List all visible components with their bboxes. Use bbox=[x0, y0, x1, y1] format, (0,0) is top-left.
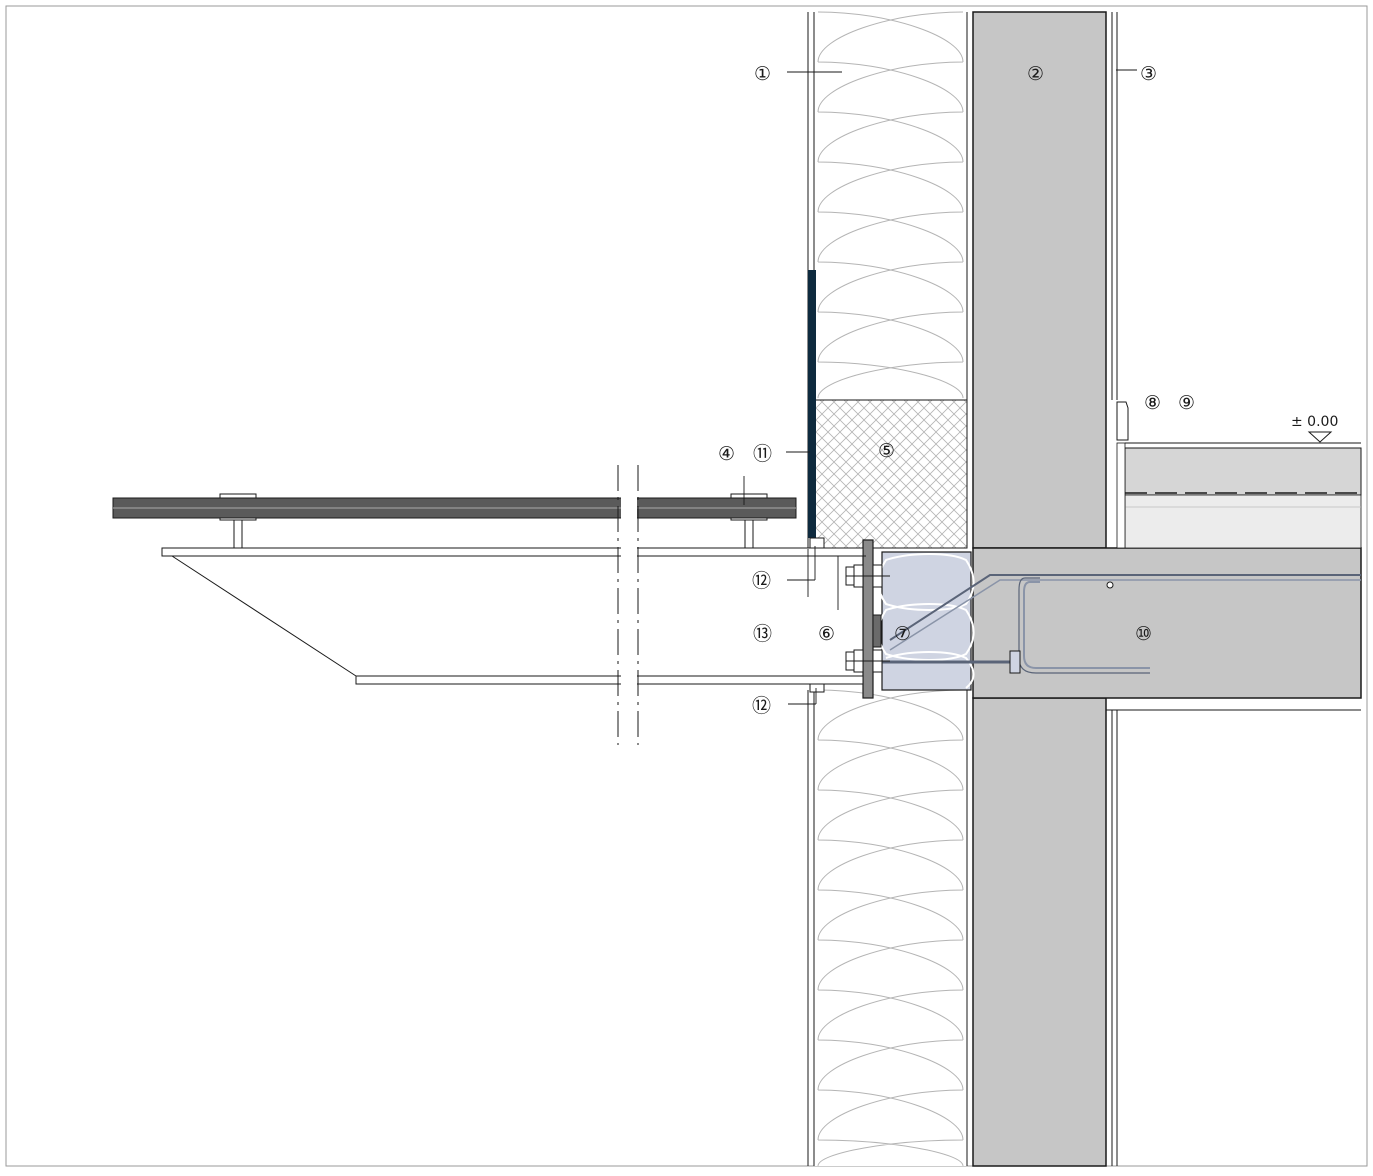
callout-13: ⑬ bbox=[753, 623, 772, 645]
callout-3: ③ bbox=[1140, 63, 1157, 85]
bolt-upper bbox=[845, 564, 890, 588]
leader-lines bbox=[743, 69, 1137, 705]
break-lines bbox=[617, 465, 639, 745]
balcony-bracket bbox=[161, 547, 864, 685]
skirting bbox=[1116, 401, 1129, 441]
callout-10: ⑩ bbox=[1135, 623, 1152, 645]
insulation-upper bbox=[814, 11, 967, 399]
level-text: ± 0.00 bbox=[1291, 414, 1338, 430]
concrete-wall-upper bbox=[972, 11, 1107, 549]
glass-deck bbox=[112, 497, 797, 519]
interior-plaster bbox=[1111, 12, 1118, 1166]
level-marker: ± 0.00 bbox=[1291, 414, 1338, 443]
reinforcement bbox=[880, 574, 1361, 674]
impact-insulation bbox=[1124, 494, 1362, 549]
callout-12-lower: ⑫ bbox=[752, 695, 771, 717]
end-plate bbox=[862, 539, 874, 699]
bearing-pad-lower bbox=[809, 683, 825, 693]
bearing-pad-upper bbox=[809, 537, 825, 549]
edge-strip bbox=[1116, 442, 1126, 549]
floor-screed bbox=[1124, 447, 1362, 496]
floor-slab bbox=[972, 547, 1362, 699]
callouts: ① ② ③ ④ ⑤ ⑥ ⑦ ⑧ ⑨ ⑩ ⑪ ⑫ ⑫ ⑬ bbox=[718, 63, 1195, 717]
callout-2: ② bbox=[1027, 63, 1044, 85]
shim-plate bbox=[872, 614, 882, 648]
callout-11: ⑪ bbox=[753, 443, 772, 465]
bolt-lower bbox=[845, 649, 890, 673]
concrete-wall-lower bbox=[972, 697, 1107, 1167]
callout-4: ④ bbox=[718, 443, 735, 465]
pressure-resistant-insulation bbox=[813, 399, 968, 549]
break-gap bbox=[621, 470, 637, 740]
insulation-lower bbox=[814, 689, 967, 1167]
callout-8: ⑧ bbox=[1144, 392, 1161, 414]
callout-5: ⑤ bbox=[878, 440, 895, 462]
callout-1: ① bbox=[754, 63, 771, 85]
facade-panel bbox=[808, 270, 816, 538]
callout-6: ⑥ bbox=[818, 623, 835, 645]
callout-9: ⑨ bbox=[1178, 392, 1195, 414]
callout-7: ⑦ bbox=[894, 623, 911, 645]
thermal-break-insulation bbox=[881, 551, 972, 691]
rebar-nut bbox=[1009, 650, 1021, 674]
callout-12-upper: ⑫ bbox=[752, 570, 771, 592]
